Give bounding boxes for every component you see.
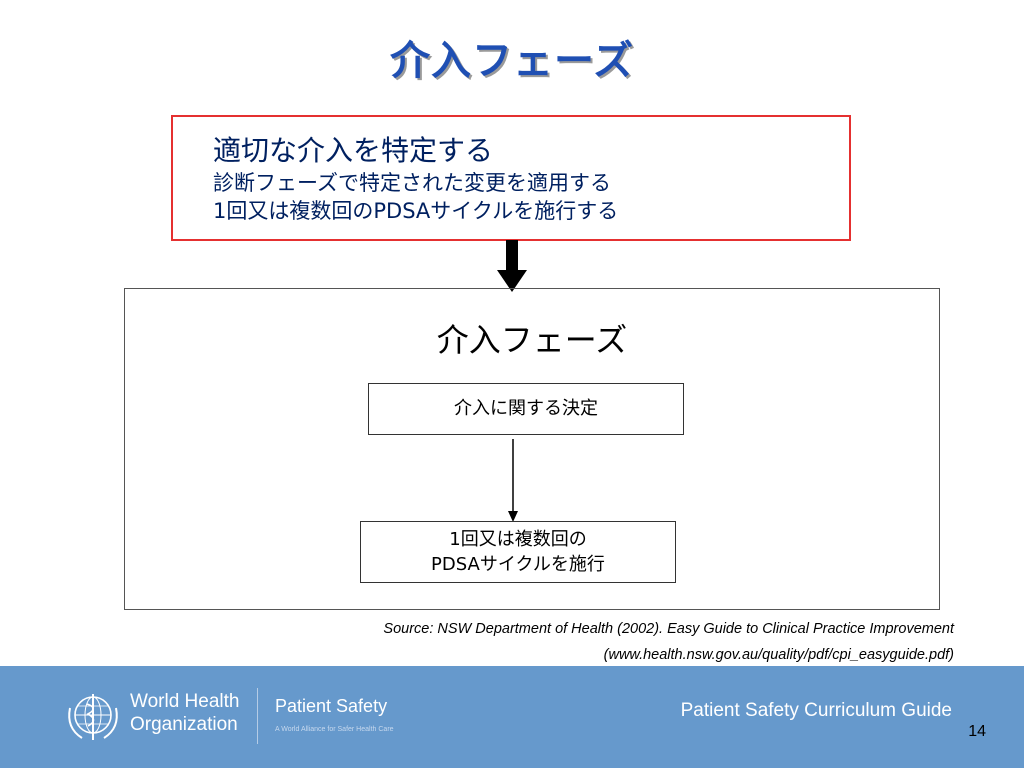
patient-safety-label: Patient Safety	[275, 696, 388, 716]
pdsa-cycle-box: 1回又は複数回の PDSAサイクルを施行	[360, 521, 676, 583]
curriculum-guide-label: Patient Safety Curriculum Guide	[680, 700, 952, 721]
phase-diagram: 介入フェーズ 介入に関する決定 1回又は複数回の PDSAサイクルを施行	[124, 288, 940, 610]
who-name-line-2: Organization	[130, 714, 238, 735]
source-line-1: Source: NSW Department of Health (2002).…	[383, 621, 954, 637]
summary-line-2: 1回又は複数回のPDSAサイクルを施行する	[213, 199, 619, 223]
page-number: 14	[968, 723, 986, 740]
pdsa-cycle-line-2: PDSAサイクルを施行	[431, 554, 605, 575]
who-name: World Health Organization	[130, 690, 239, 736]
patient-safety-tagline: A World Alliance for Safer Health Care	[275, 726, 394, 733]
summary-box: 適切な介入を特定する 診断フェーズで特定された変更を適用する 1回又は複数回のP…	[171, 115, 851, 241]
pdsa-cycle-line-1: 1回又は複数回の	[449, 529, 587, 550]
who-emblem-icon	[68, 694, 118, 740]
footer-bar: World Health Organization Patient Safety…	[0, 666, 1024, 768]
source-citation: Source: NSW Department of Health (2002).…	[383, 616, 954, 668]
source-line-2: (www.health.nsw.gov.au/quality/pdf/cpi_e…	[603, 647, 954, 663]
slide-title: 介入フェーズ	[390, 38, 634, 84]
footer-divider	[257, 688, 258, 744]
down-arrow-icon	[497, 240, 527, 292]
summary-heading: 適切な介入を特定する	[213, 134, 494, 167]
flow-arrow-icon	[508, 439, 518, 522]
intervention-decision-box: 介入に関する決定	[368, 383, 684, 435]
who-name-line-1: World Health	[130, 691, 240, 712]
summary-line-1: 診断フェーズで特定された変更を適用する	[213, 171, 611, 195]
phase-diagram-title: 介入フェーズ	[436, 321, 628, 359]
